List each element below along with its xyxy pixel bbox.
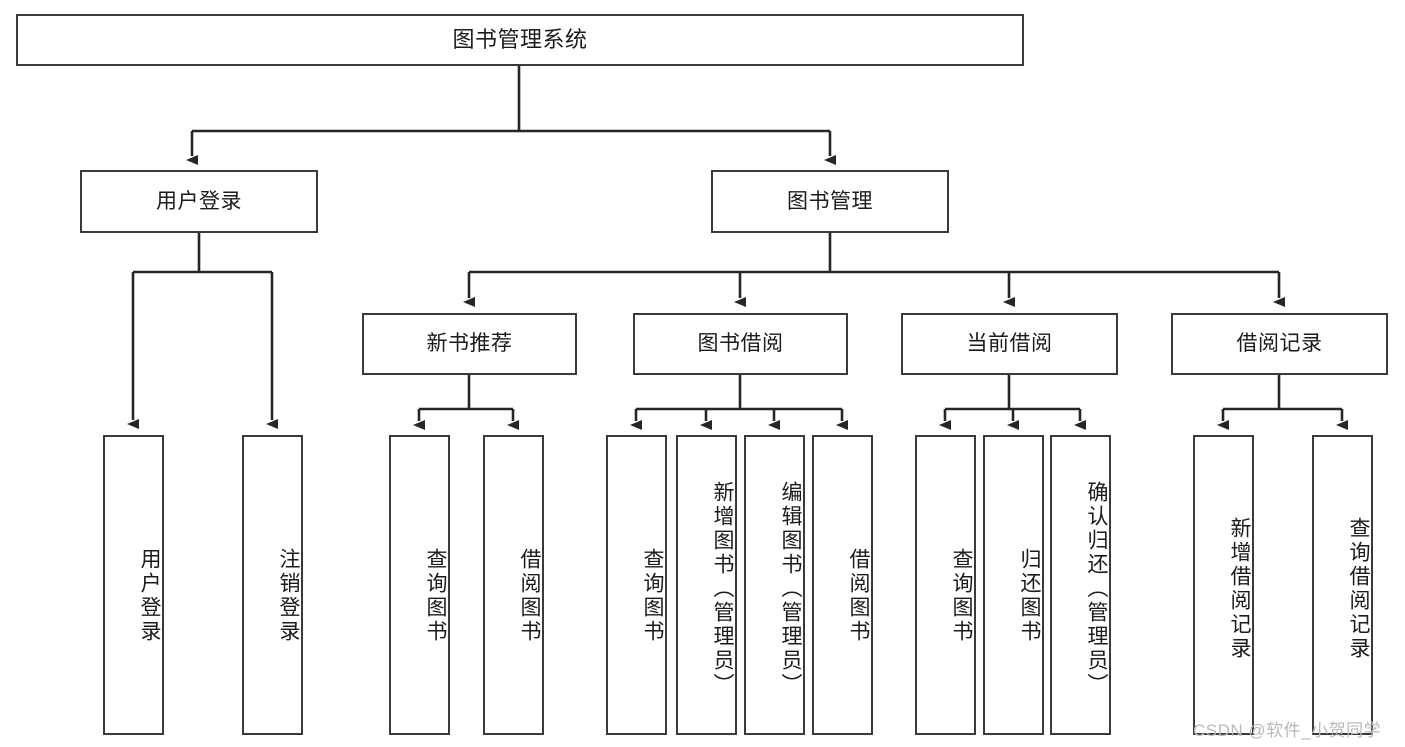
node-leaf-user-login-label: 用户登录 [138, 548, 161, 644]
node-borrow-record[interactable]: 借阅记录 [1171, 313, 1388, 375]
node-leaf-logout[interactable]: 注销登录 [242, 435, 303, 735]
node-current-borrow-label: 当前借阅 [966, 332, 1053, 356]
node-root[interactable]: 图书管理系统 [16, 14, 1024, 66]
node-book-management[interactable]: 图书管理 [711, 170, 949, 233]
node-leaf-query-book-2-label: 查询图书 [641, 548, 664, 644]
node-user-login[interactable]: 用户登录 [80, 170, 318, 233]
node-current-borrow[interactable]: 当前借阅 [901, 313, 1118, 375]
node-leaf-borrow-book-1-label: 借阅图书 [518, 548, 541, 644]
node-leaf-query-record[interactable]: 查询借阅记录 [1312, 435, 1373, 735]
node-leaf-query-book-1[interactable]: 查询图书 [389, 435, 450, 735]
node-root-label: 图书管理系统 [452, 26, 588, 52]
node-leaf-add-record[interactable]: 新增借阅记录 [1193, 435, 1254, 735]
node-leaf-add-book[interactable]: 新增图书（管理员） [676, 435, 737, 735]
node-leaf-query-book-2[interactable]: 查询图书 [606, 435, 667, 735]
node-leaf-confirm-return-label: 确认归还（管理员） [1085, 481, 1108, 697]
node-leaf-query-record-label: 查询借阅记录 [1347, 517, 1370, 661]
node-leaf-user-login[interactable]: 用户登录 [103, 435, 164, 735]
node-book-borrow[interactable]: 图书借阅 [633, 313, 848, 375]
node-leaf-borrow-book-2[interactable]: 借阅图书 [812, 435, 873, 735]
node-leaf-edit-book-label: 编辑图书（管理员） [779, 481, 802, 697]
node-book-borrow-label: 图书借阅 [697, 332, 784, 356]
node-leaf-logout-label: 注销登录 [277, 548, 300, 644]
node-new-book-recommend-label: 新书推荐 [426, 332, 513, 356]
node-leaf-query-book-3[interactable]: 查询图书 [915, 435, 976, 735]
node-leaf-add-book-label: 新增图书（管理员） [711, 481, 734, 697]
node-leaf-return-book[interactable]: 归还图书 [983, 435, 1044, 735]
node-leaf-borrow-book-2-label: 借阅图书 [847, 548, 870, 644]
node-leaf-add-record-label: 新增借阅记录 [1228, 517, 1251, 661]
node-leaf-edit-book[interactable]: 编辑图书（管理员） [744, 435, 805, 735]
node-book-management-label: 图书管理 [787, 189, 873, 213]
node-leaf-return-book-label: 归还图书 [1018, 548, 1041, 644]
node-leaf-borrow-book-1[interactable]: 借阅图书 [483, 435, 544, 735]
node-leaf-query-book-1-label: 查询图书 [424, 548, 447, 644]
node-leaf-confirm-return[interactable]: 确认归还（管理员） [1050, 435, 1111, 735]
node-user-login-label: 用户登录 [156, 189, 242, 213]
node-borrow-record-label: 借阅记录 [1236, 332, 1323, 356]
node-leaf-query-book-3-label: 查询图书 [950, 548, 973, 644]
node-new-book-recommend[interactable]: 新书推荐 [362, 313, 577, 375]
